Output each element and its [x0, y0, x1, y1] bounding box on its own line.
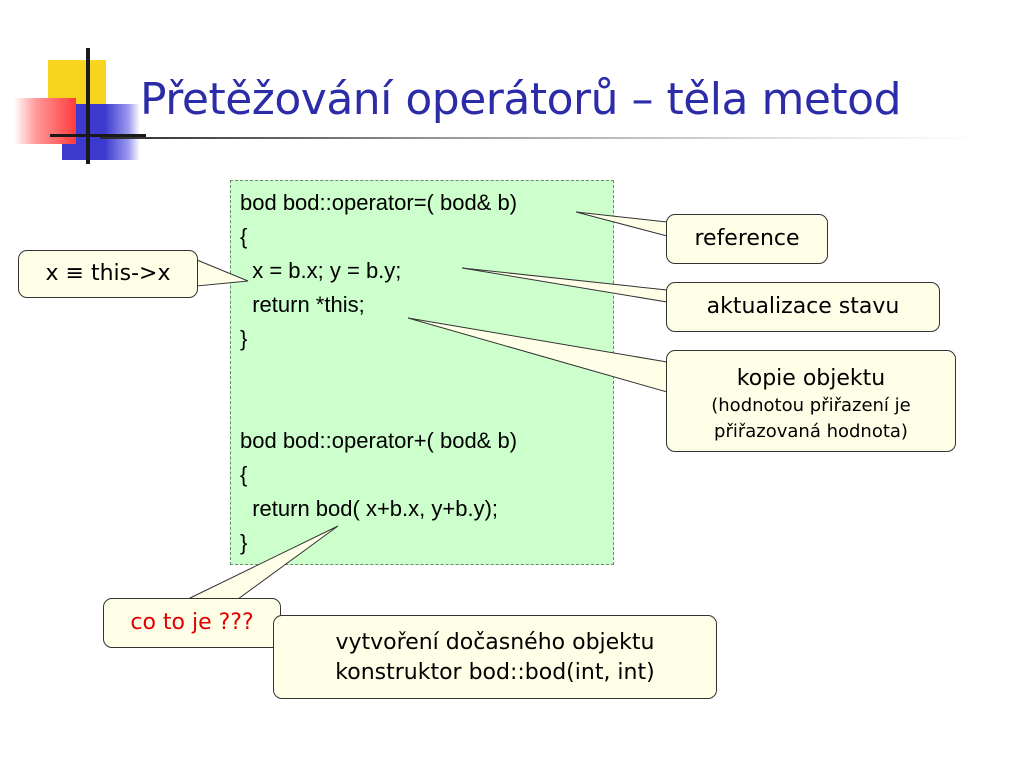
callout-kopie-objektu: kopie objektu (hodnotou přiřazení je při…	[666, 350, 956, 452]
slide-title: Přetěžování operátorů – těla metod	[140, 74, 902, 125]
logo-horizontal-line	[50, 134, 146, 137]
title-underline	[100, 137, 980, 139]
callout-aktualizace-stavu: aktualizace stavu	[666, 282, 940, 332]
code-line: }	[240, 326, 248, 351]
callout-x-this-text: x ≡ this->x	[45, 261, 171, 286]
callout-kopie-main: kopie objektu	[736, 366, 886, 391]
code-line: return bod( x+b.x, y+b.y);	[240, 496, 499, 521]
code-line: {	[240, 224, 248, 249]
logo-red-square	[14, 98, 76, 144]
callout-kopie-sub2: přiřazovaná hodnota)	[714, 421, 908, 442]
callout-vytvoreni: vytvoření dočasného objektu konstruktor …	[273, 615, 717, 699]
code-line: }	[240, 530, 248, 555]
code-line: bod bod::operator+( bod& b)	[240, 428, 518, 453]
callout-reference: reference	[666, 214, 828, 264]
callout-co-to-je: co to je ???	[103, 598, 281, 648]
callout-aktualizace-text: aktualizace stavu	[706, 294, 900, 319]
callout-reference-text: reference	[694, 226, 800, 251]
code-line: x = b.x; y = b.y;	[240, 258, 402, 283]
callout-vytvoreni-line2: konstruktor bod::bod(int, int)	[335, 660, 655, 685]
code-line: return *this;	[240, 292, 365, 317]
callout-x-this: x ≡ this->x	[18, 250, 198, 298]
logo-vertical-line	[86, 48, 90, 164]
code-line: {	[240, 462, 248, 487]
callout-kopie-sub1: (hodnotou přiřazení je	[711, 395, 911, 416]
code-line: bod bod::operator=( bod& b)	[240, 190, 518, 215]
callout-vytvoreni-line1: vytvoření dočasného objektu	[335, 630, 655, 655]
callout-co-to-je-text: co to je ???	[130, 610, 254, 635]
